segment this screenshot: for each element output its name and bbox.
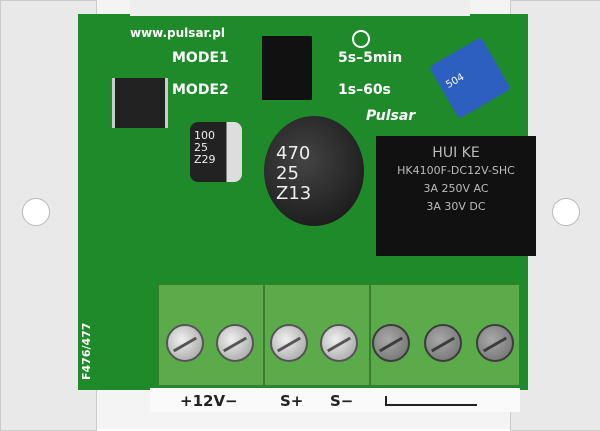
screw-s-minus[interactable] (320, 324, 358, 362)
screw-s-plus[interactable] (270, 324, 308, 362)
top-housing (130, 0, 470, 16)
mounting-hole-right (552, 198, 580, 226)
s-plus-label: S+ (280, 392, 304, 410)
s-minus-label: S− (330, 392, 354, 410)
range1-label: 5s–5min (338, 50, 403, 66)
power-terminal-label: +12V− (180, 392, 238, 410)
relay-rating-ac: 3A 250V AC (423, 182, 489, 195)
relay-part-number: HK4100F-DC12V-SHC (397, 164, 515, 177)
screw-plus12v[interactable] (166, 324, 204, 362)
screw-relay-1[interactable] (372, 324, 410, 362)
relay: HUI KE HK4100F-DC12V-SHC 3A 250V AC 3A 3… (376, 136, 536, 256)
cap-large-voltage: 25 (276, 163, 299, 184)
cap-small-value: 100 (194, 129, 215, 142)
cap-large-code: Z13 (276, 183, 312, 204)
url-label: www.pulsar.pl (130, 26, 226, 40)
relay-rating-dc: 3A 30V DC (426, 200, 486, 213)
range2-label: 1s–60s (338, 82, 391, 98)
relay-brand: HUI KE (432, 145, 480, 161)
mode1-label: MODE1 (172, 50, 229, 66)
relay-contact-icon (385, 396, 477, 406)
model-label: F476/477 (80, 322, 93, 380)
jumper-block[interactable] (262, 36, 312, 100)
screw-relay-3[interactable] (476, 324, 514, 362)
screw-minus12v[interactable] (216, 324, 254, 362)
pot-label: 504 (444, 71, 467, 91)
mounting-hole-left (22, 198, 50, 226)
ic-chip (112, 78, 168, 128)
cap-small-code: Z29 (194, 153, 216, 166)
cap-large-value: 470 (276, 143, 311, 164)
capacitor-small: 100 25 Z29 (190, 122, 242, 182)
screw-relay-2[interactable] (424, 324, 462, 362)
terminal-label-strip (150, 388, 520, 412)
brand-label: Pulsar (366, 108, 416, 124)
mode2-label: MODE2 (172, 82, 229, 98)
cap-small-voltage: 25 (194, 141, 208, 154)
capacitor-large: 470 25 Z13 (264, 116, 364, 226)
clock-icon (352, 30, 370, 48)
